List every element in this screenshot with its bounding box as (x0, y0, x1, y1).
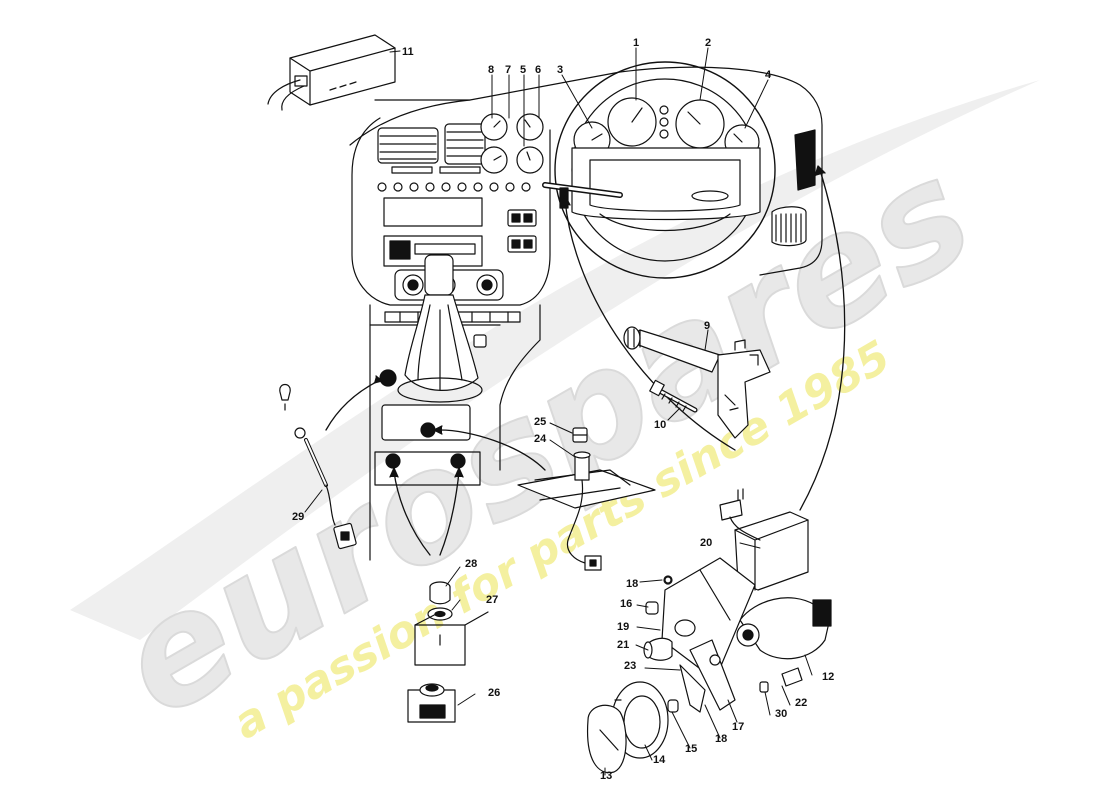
watermark-swoosh (70, 80, 1040, 640)
callout-4: 4 (765, 69, 772, 81)
callout-25: 25 (534, 416, 546, 428)
callout-labels: 1 2 3 4 5 6 7 8 9 10 11 12 13 14 15 16 1… (292, 37, 834, 782)
callout-29: 29 (292, 511, 304, 523)
callout-13: 13 (600, 770, 612, 782)
callout-2: 2 (705, 37, 711, 49)
callout-5: 5 (520, 64, 526, 76)
callout-10: 10 (654, 419, 666, 431)
leader-lines-lower (304, 329, 813, 776)
callout-18a: 18 (626, 578, 638, 590)
dashboard (349, 66, 823, 323)
callout-30: 30 (775, 708, 787, 720)
callout-12: 12 (822, 671, 834, 683)
callout-8: 8 (488, 64, 494, 76)
control-module-box (267, 34, 396, 111)
callout-17: 17 (732, 721, 744, 733)
switch-bezel-parts (407, 581, 489, 723)
callout-1: 1 (633, 37, 639, 49)
callout-26: 26 (488, 687, 500, 699)
button-row (377, 182, 531, 192)
callout-22: 22 (795, 697, 807, 709)
callout-24: 24 (534, 433, 547, 445)
callout-27: 27 (486, 594, 498, 606)
lower-console (369, 254, 541, 561)
callout-11: 11 (402, 46, 414, 58)
aux-gauges (480, 113, 544, 174)
callout-14: 14 (653, 754, 666, 766)
indicator-stalk-switch (623, 326, 771, 439)
callout-6: 6 (535, 64, 541, 76)
callout-7: 7 (505, 64, 511, 76)
callout-19: 19 (617, 621, 629, 633)
connector-lead (279, 383, 357, 550)
cigar-socket (517, 427, 656, 571)
steering-wheel (542, 61, 776, 279)
callout-21: 21 (617, 639, 629, 651)
callout-15: 15 (685, 743, 697, 755)
assembly-arrows (325, 165, 846, 556)
callout-18b: 18 (715, 733, 727, 745)
leader-lines (389, 47, 769, 147)
callout-3: 3 (557, 64, 563, 76)
callout-16: 16 (620, 598, 632, 610)
callout-28: 28 (465, 558, 477, 570)
ignition-lock-assembly (586, 488, 832, 774)
callout-23: 23 (624, 660, 636, 672)
callout-20: 20 (700, 537, 712, 549)
callout-9: 9 (704, 320, 710, 332)
